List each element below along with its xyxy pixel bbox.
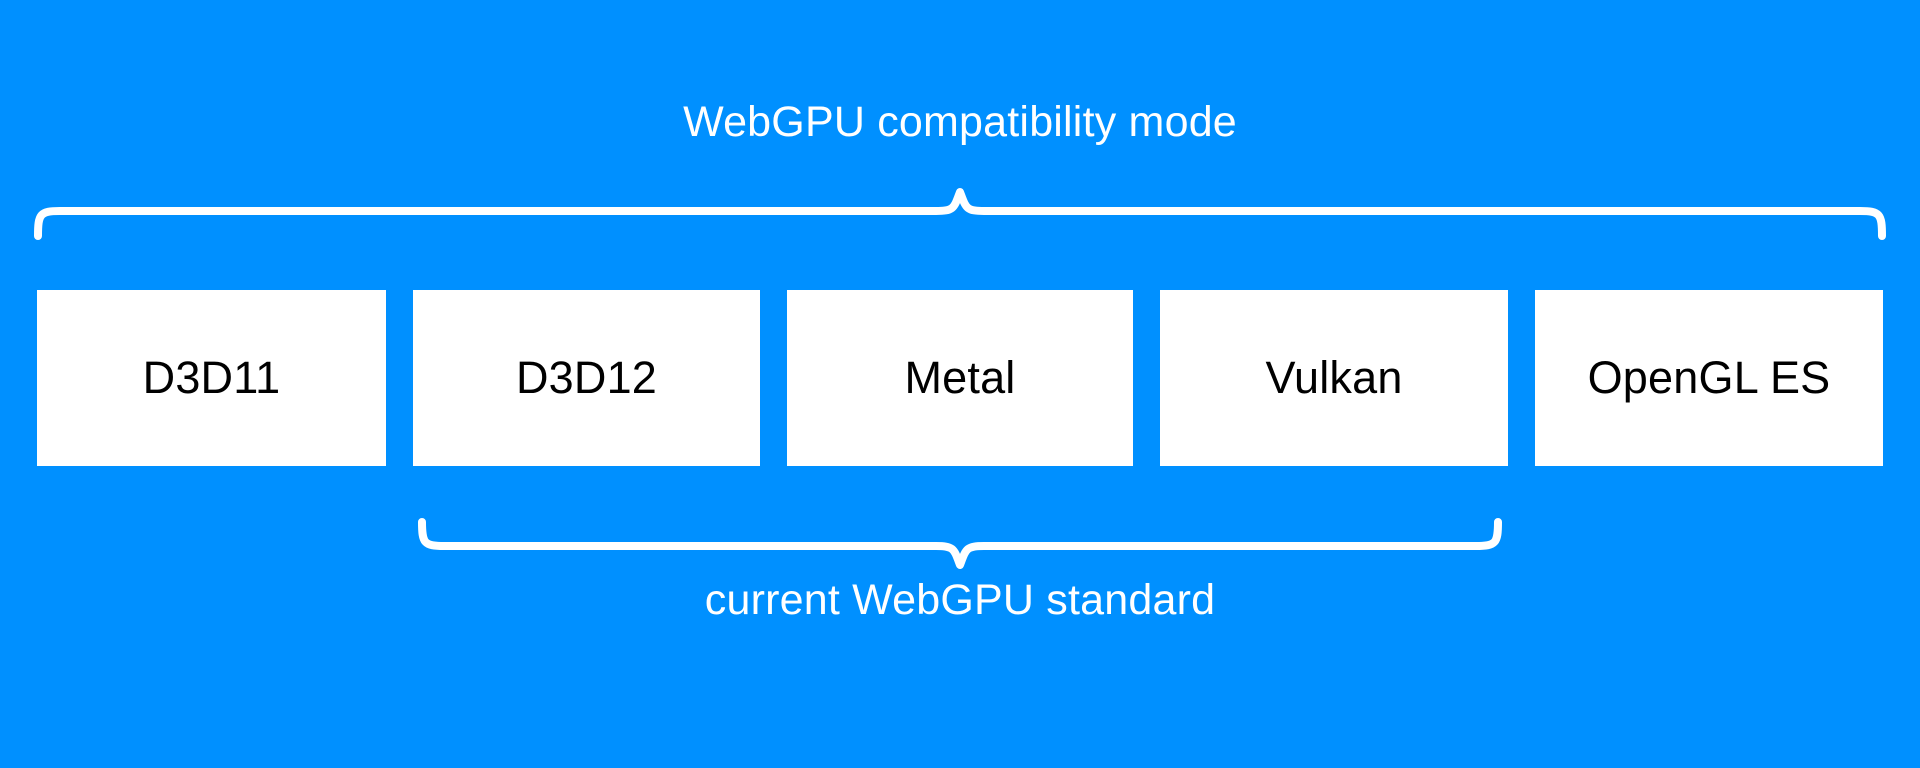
bottom-brace-icon — [418, 518, 1502, 569]
api-box-label: Vulkan — [1265, 352, 1403, 403]
api-box-label: Metal — [904, 352, 1016, 403]
api-box-d3d11[interactable]: D3D11 — [37, 290, 386, 466]
api-box-label: D3D12 — [515, 352, 658, 403]
api-box-opengl-es[interactable]: OpenGL ES — [1535, 290, 1883, 466]
top-brace-icon — [34, 188, 1886, 240]
api-box-row: D3D11 D3D12 Metal Vulkan OpenGL ES — [37, 290, 1883, 466]
api-box-label: OpenGL ES — [1587, 352, 1831, 403]
api-box-label: D3D11 — [142, 352, 281, 403]
api-box-d3d12[interactable]: D3D12 — [413, 290, 760, 466]
bottom-bracket-label: current WebGPU standard — [704, 576, 1216, 624]
top-bracket-label: WebGPU compatibility mode — [683, 98, 1237, 146]
api-box-metal[interactable]: Metal — [787, 290, 1133, 466]
api-box-vulkan[interactable]: Vulkan — [1160, 290, 1508, 466]
